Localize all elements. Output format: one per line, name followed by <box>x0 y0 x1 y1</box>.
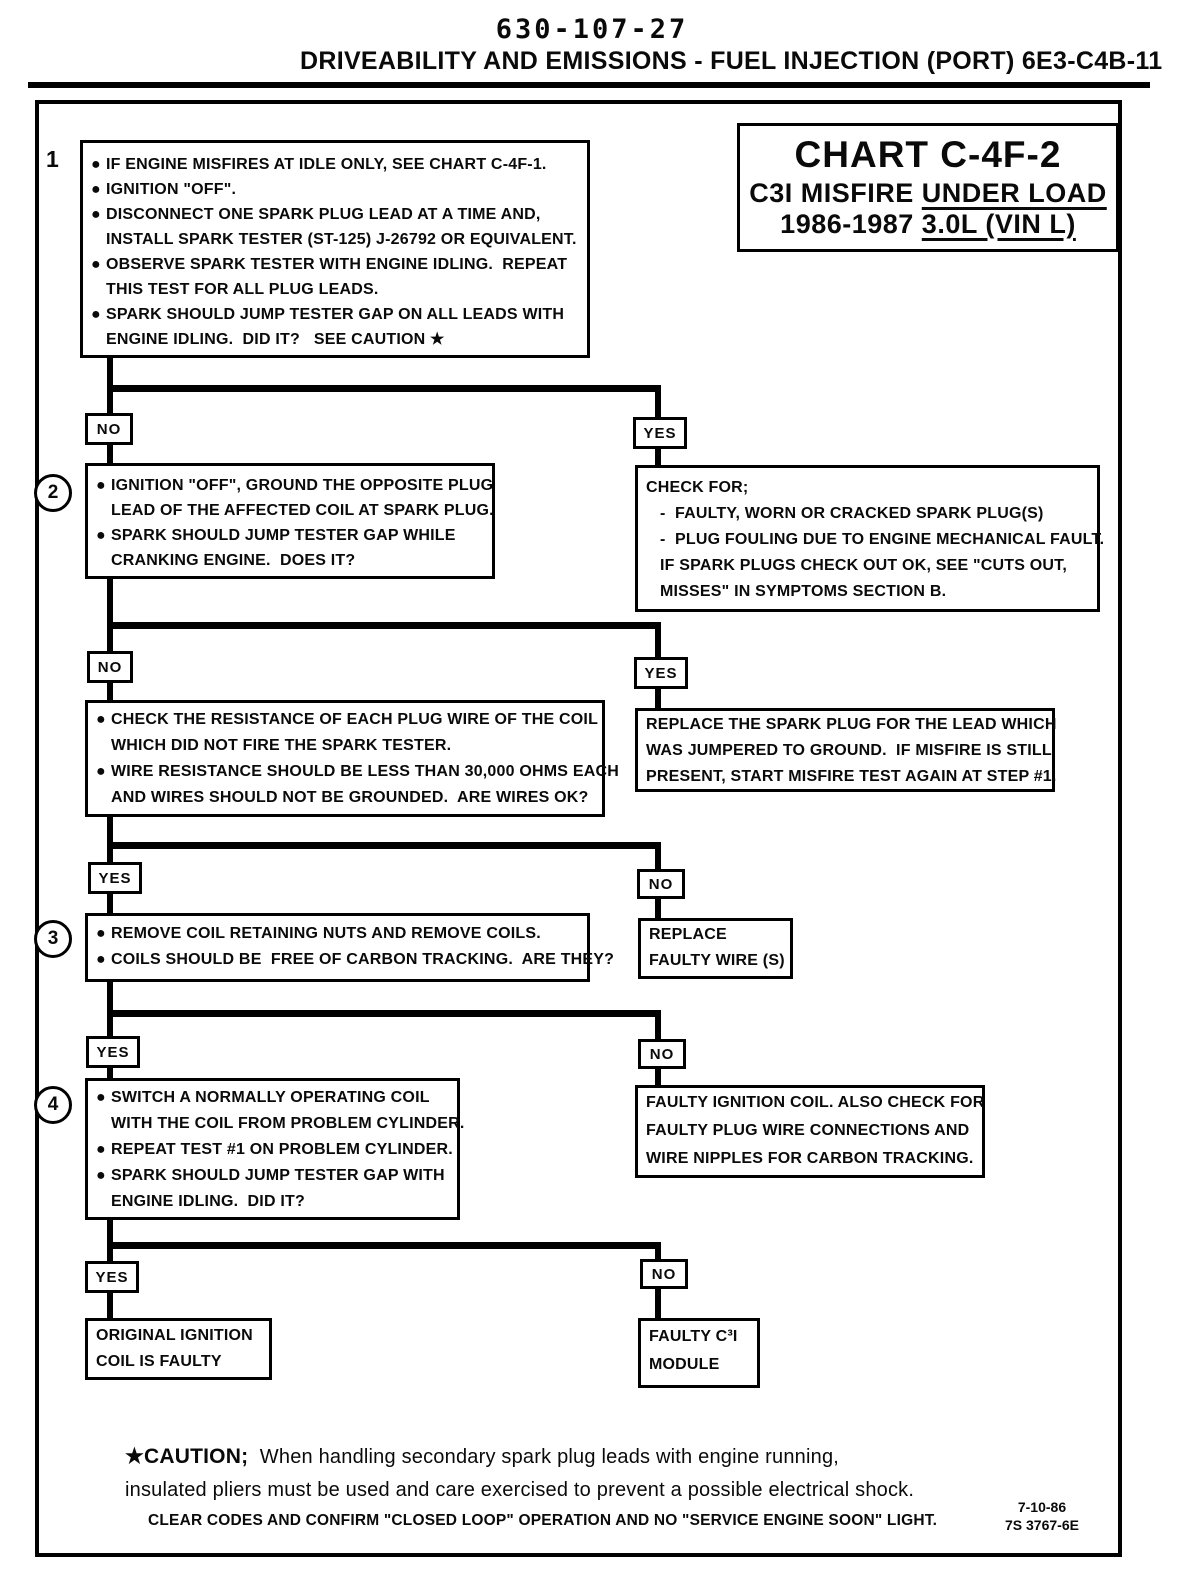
connector-line <box>107 894 113 913</box>
connector-line <box>107 445 113 463</box>
dash-icon: - <box>660 531 671 548</box>
connector-line <box>107 622 661 629</box>
node-faulty-coil: FAULTY IGNITION COIL. ALSO CHECK FOR FAU… <box>635 1085 985 1178</box>
bullet-icon: ● <box>91 181 101 198</box>
step2-number: 2 <box>34 474 72 512</box>
connector-line <box>107 1068 113 1078</box>
bullet-icon: ● <box>96 1167 106 1184</box>
chart-subtitle-plain: C3I MISFIRE <box>749 178 922 208</box>
bullet-icon: ● <box>91 156 101 173</box>
branch-label-yes-5: YES <box>85 1261 139 1293</box>
bullet-icon: ● <box>91 256 101 273</box>
chart-model-underlined: 3.0L (VIN L) <box>921 209 1076 239</box>
connector-line <box>107 683 113 700</box>
connector-line <box>655 689 661 708</box>
connector-line <box>107 817 113 862</box>
bullet-icon: ● <box>91 306 101 323</box>
bullet-icon: ● <box>96 1141 106 1158</box>
connector-line <box>655 1069 661 1085</box>
connector-line <box>655 1242 661 1259</box>
node-step4: ●SWITCH A NORMALLY OPERATING COIL WITH T… <box>85 1078 464 1220</box>
branch-label-yes-2: YES <box>634 657 688 689</box>
branch-label-yes-3: YES <box>88 862 142 894</box>
chart-model-plain: 1986-1987 <box>780 209 922 239</box>
branch-label-no-3: NO <box>637 869 685 899</box>
footer-date: 7-10-86 <box>1017 1499 1067 1515</box>
connector-line <box>655 385 661 417</box>
chart-subtitle-underlined: UNDER LOAD <box>921 178 1107 208</box>
connector-line <box>107 579 113 651</box>
chart-subtitle: C3I MISFIRE UNDER LOAD <box>740 178 1116 209</box>
connector-line <box>655 899 661 918</box>
connector-line <box>107 1242 661 1249</box>
connector-line <box>107 982 113 1036</box>
caution-star-icon: ★CAUTION; <box>125 1445 249 1468</box>
doc-number: 630-107-27 <box>495 14 689 45</box>
chart-outer-border <box>35 100 1122 1557</box>
connector-line <box>655 1289 661 1318</box>
branch-label-no-2: NO <box>87 651 133 683</box>
node-original-coil: ORIGINAL IGNITION COIL IS FAULTY <box>85 1318 272 1380</box>
caution-note: ★CAUTION; When handling secondary spark … <box>125 1445 915 1501</box>
connector-line <box>655 842 661 869</box>
step3-number: 3 <box>34 920 72 958</box>
branch-label-no-4: NO <box>638 1039 686 1069</box>
node-step1: ●IF ENGINE MISFIRES AT IDLE ONLY, SEE CH… <box>80 140 590 358</box>
bullet-icon: ● <box>96 477 106 494</box>
step1-number: 1 <box>46 146 59 172</box>
node-step2: ●IGNITION "OFF", GROUND THE OPPOSITE PLU… <box>85 463 495 579</box>
bullet-icon: ● <box>96 527 106 544</box>
bullet-icon: ● <box>96 763 106 780</box>
connector-line <box>655 449 661 465</box>
chart-title-box: CHART C-4F-2 C3I MISFIRE UNDER LOAD 1986… <box>737 123 1119 252</box>
branch-label-yes-4: YES <box>86 1036 140 1068</box>
chart-title: CHART C-4F-2 <box>794 134 1062 175</box>
branch-label-yes-1: YES <box>633 417 687 449</box>
connector-line <box>655 1010 661 1039</box>
node-check-for: CHECK FOR; - FAULTY, WORN OR CRACKED SPA… <box>635 465 1104 612</box>
footer-note: CLEAR CODES AND CONFIRM "CLOSED LOOP" OP… <box>148 1512 938 1529</box>
bullet-icon: ● <box>96 951 106 968</box>
branch-label-no-5: NO <box>640 1259 688 1289</box>
footer-id-block: 7-10-86 7S 3767-6E <box>1005 1498 1079 1534</box>
step4-number: 4 <box>34 1086 72 1124</box>
node-step3: ●REMOVE COIL RETAINING NUTS AND REMOVE C… <box>85 913 614 982</box>
connector-line <box>655 622 661 657</box>
connector-line <box>107 385 661 392</box>
connector-line <box>107 1010 661 1017</box>
connector-line <box>107 1293 113 1318</box>
connector-line <box>107 842 661 849</box>
footer-code: 7S 3767-6E <box>1005 1517 1079 1533</box>
node-c3i-module: FAULTY C³I MODULE <box>638 1318 760 1388</box>
connector-line <box>107 1220 113 1261</box>
bullet-icon: ● <box>96 711 106 728</box>
node-wire-check: ●CHECK THE RESISTANCE OF EACH PLUG WIRE … <box>85 700 619 817</box>
chart-model: 1986-1987 3.0L (VIN L) <box>740 209 1116 240</box>
bullet-icon: ● <box>96 1089 106 1106</box>
bullet-icon: ● <box>96 925 106 942</box>
bullet-icon: ● <box>91 206 101 223</box>
node-replace-plug: REPLACE THE SPARK PLUG FOR THE LEAD WHIC… <box>635 708 1056 792</box>
section-title: DRIVEABILITY AND EMISSIONS - FUEL INJECT… <box>300 47 1163 75</box>
node-replace-wire: REPLACE FAULTY WIRE (S) <box>638 918 793 979</box>
branch-label-no-1: NO <box>85 413 133 445</box>
dash-icon: - <box>660 505 671 522</box>
header-rule <box>28 82 1150 88</box>
